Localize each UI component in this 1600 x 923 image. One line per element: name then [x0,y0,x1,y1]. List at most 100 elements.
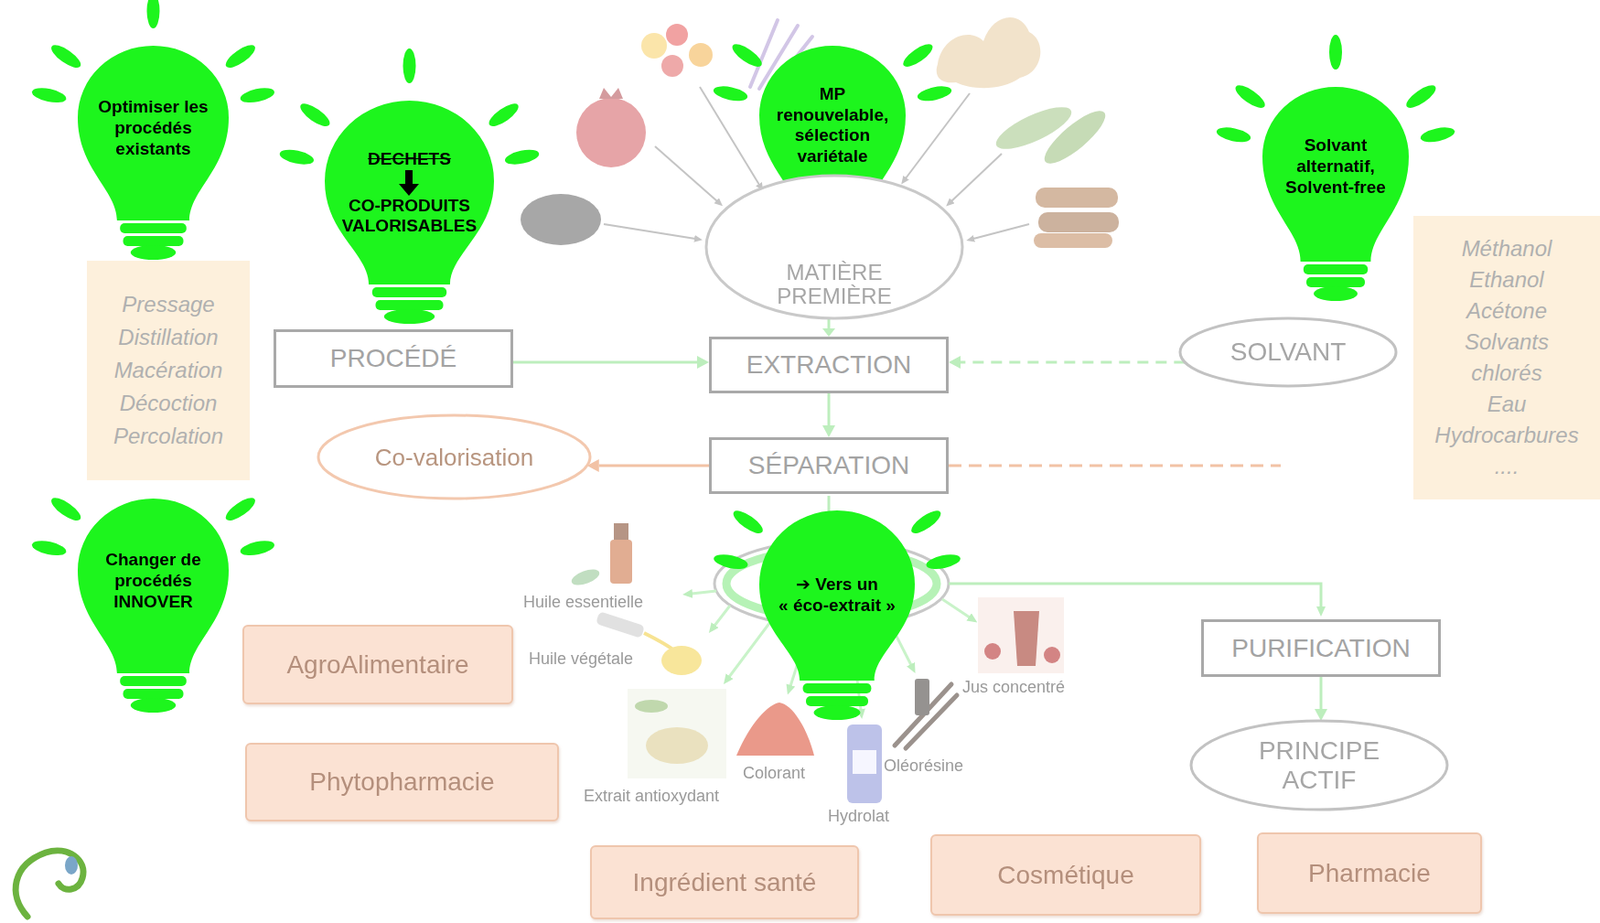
list-item: Acétone [1466,295,1547,327]
oval-line [706,175,963,319]
cinnamon [1035,187,1118,208]
input-arrow [973,224,1030,239]
sector-box: Ingrédient santé [590,845,860,920]
sector-label: Pharmacie [1308,859,1431,889]
mint-leaf [569,566,602,589]
process-list: PressageDistillationMacérationDécoctionP… [86,260,250,481]
bulb-text-area: MP renouvelable, sélection variétale [771,66,894,185]
input-arrow [905,93,970,179]
arrow-head [948,355,961,369]
bulb-text: Optimiser les procédés existants [93,96,215,160]
berry [641,32,667,59]
bulb-ray [729,40,765,71]
cinnamon [1033,233,1113,248]
list-item: Percolation [113,419,224,453]
berry [661,54,684,77]
bulb-text-area: Optimiser les procédés existants [93,67,215,190]
solvent-oval: SOLVANT [1178,316,1398,388]
bulb-ray [238,85,276,106]
seeds [520,193,602,246]
bulb-ray [297,99,333,130]
input-arrow [699,86,760,185]
bulb-text-area: DECHETSCO-PRODUITS VALORISABLES [336,124,483,261]
bulb-tip [130,697,177,713]
product-label: Extrait antioxydant [583,786,720,806]
bulb-ray [1418,125,1456,146]
flow-line [827,318,831,329]
bulb-ray [900,40,936,71]
pod [905,695,957,749]
bulb-text: ➔ Vers un « éco-extrait » [768,574,906,617]
product-arrow [714,605,731,626]
flow-arrow [822,318,836,337]
input-arrow [603,224,696,239]
bulb-ray [712,551,750,572]
input-arrow [951,153,1002,202]
bulb-band [1303,264,1368,275]
juice-glass [1013,611,1040,666]
flow-line [513,361,698,365]
bulb-glass [77,45,229,221]
logo [15,850,84,917]
bulb-glass [1262,86,1409,262]
bulb-band [119,223,187,234]
bulb-shape [759,510,915,721]
bulb-ray [1403,81,1439,112]
flow-line [960,361,1185,365]
logo-head [64,856,78,875]
oval-label: Co-valorisation [375,443,534,472]
list-item: Distillation [118,321,218,355]
bulb-text: Changer de procédés INNOVER [93,549,215,613]
oval-label: SOLVANT [1230,337,1347,367]
bulb-band [805,696,869,707]
bulb-ray [485,99,522,130]
bulb-text: MP renouvelable, sélection variétale [771,84,894,168]
arrow-head [822,425,836,438]
sector-box: Phytopharmacie [245,742,559,822]
flow-line [1320,676,1323,709]
ginger [936,17,1042,88]
bulb-band [803,683,872,694]
antioxidant-picture [627,688,727,779]
box-label: PROCÉDÉ [330,343,457,374]
bulb-tip [130,245,177,260]
bulb-band [123,236,184,247]
oil-bottle [595,611,645,638]
oval-line [1180,318,1396,387]
antioxidant-leaf [634,699,668,713]
bulb-band [375,300,444,311]
idea-bulb: Changer de procédés INNOVER [77,498,229,714]
bulb-glass [324,100,494,285]
sector-label: AgroAlimentaire [286,650,469,680]
list-item: Méthanol [1461,233,1553,265]
solvent-list: MéthanolEthanolAcétoneSolvants chlorésEa… [1413,215,1600,500]
bulb-text: CO-PRODUITS VALORISABLES [336,195,483,238]
bulb-tip [1313,286,1358,301]
process-box: PROCÉDÉ [273,329,514,388]
berry [688,42,713,67]
bulb-band [123,688,184,699]
hydrolat-bottle [847,724,882,804]
bulb-ray [222,41,258,72]
bulb-text-area: Solvant alternatif, Solvent-free [1274,107,1397,226]
berry [665,23,688,46]
list-item: Hydrocarbures [1434,419,1579,452]
oval-line [1191,720,1448,810]
box-label: PURIFICATION [1231,633,1410,664]
bulb-ray [31,85,68,106]
oil-glass [661,645,702,676]
antioxidant-powder [645,727,709,764]
oval-line [318,415,591,499]
bulb-ray [730,506,766,537]
oval-label: MATIÈRE PREMIÈRE [765,260,903,309]
bulb-ray [238,537,276,559]
flow-line [599,464,709,468]
oleoresin-vial [914,678,930,716]
product-label: Colorant [742,763,806,784]
product-arrow [729,622,771,677]
cherry [1043,646,1061,664]
down-arrow-symbol [398,170,419,196]
bulb-tip [384,309,436,324]
